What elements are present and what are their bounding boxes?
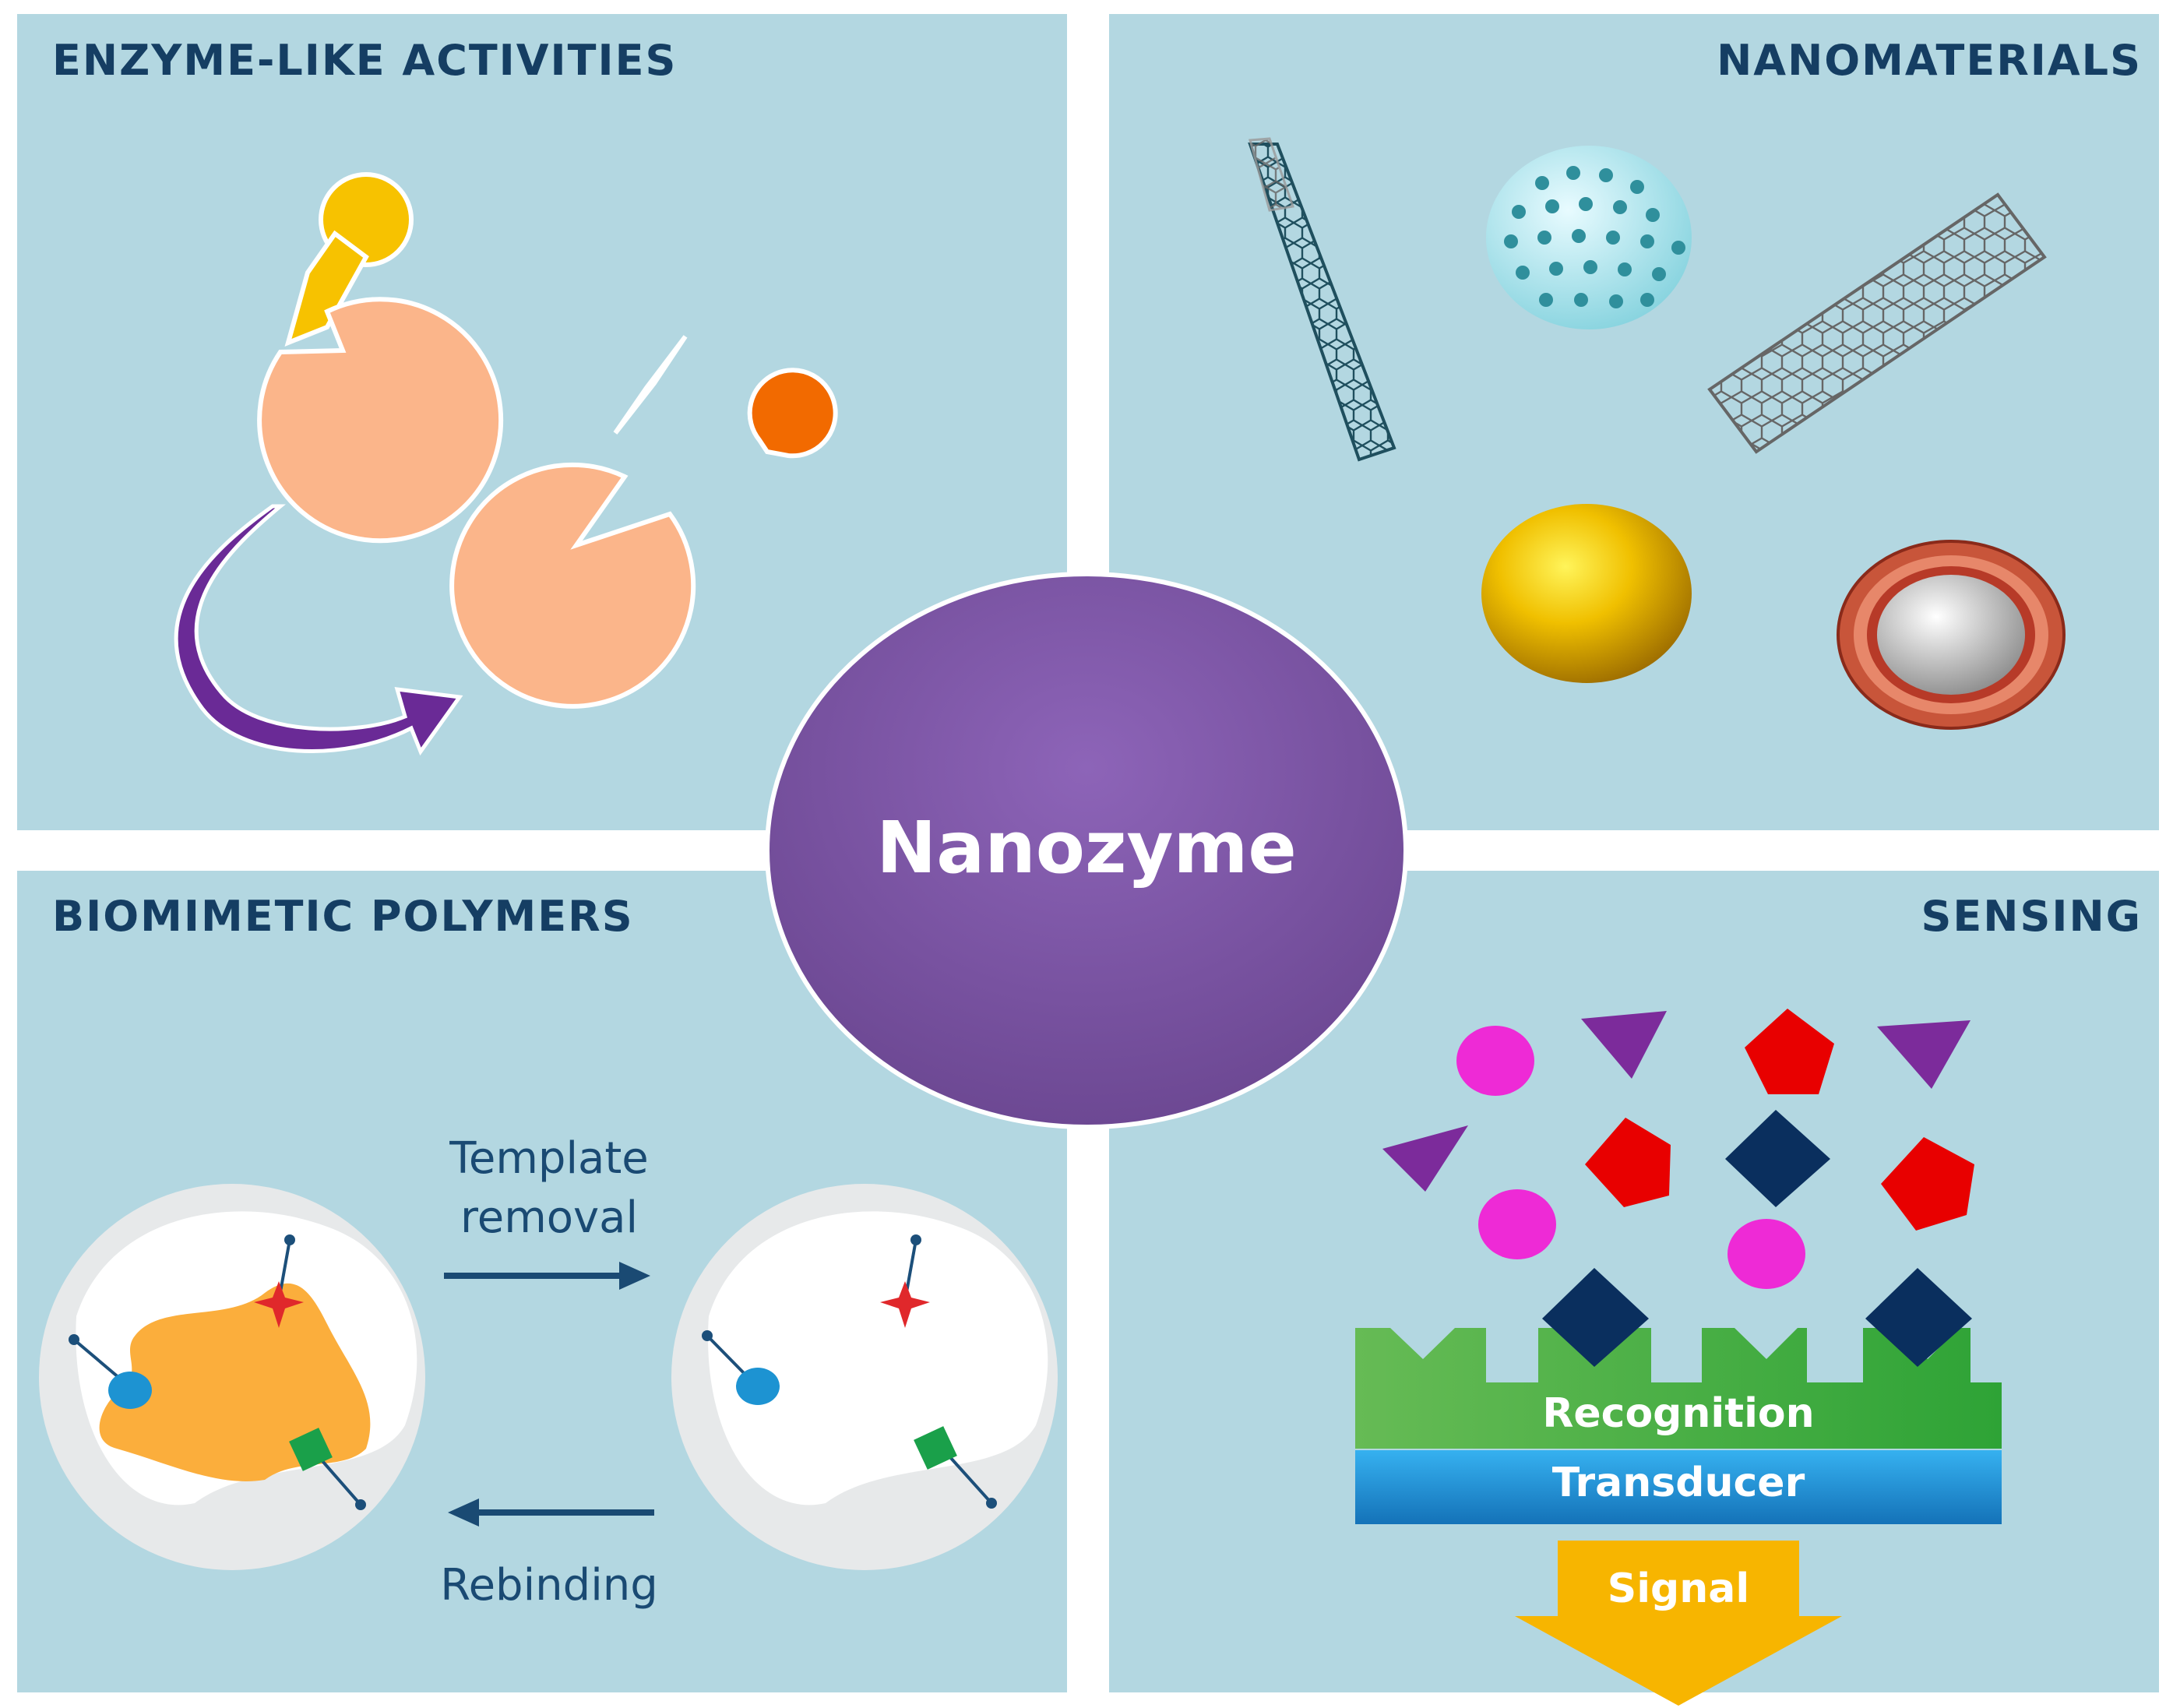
bound-analyte-1 [1542,1268,1649,1367]
rebinding-arrow [448,1498,654,1527]
nanozyme-center-ellipse [765,572,1408,1129]
product-orange-shape [747,368,838,459]
bound-analyte-2 [1865,1268,1972,1367]
substrate-shape [284,172,414,347]
dotted-sphere-icon [1486,146,1692,329]
signal-label: Signal [1607,1565,1750,1612]
polymers-panel-title: BIOMIMETIC POLYMERS [52,892,634,941]
enzyme-pacman-large [257,297,504,544]
recognition-layer [1355,1328,2002,1449]
analyte-shapes [1382,1009,1974,1289]
nanotube-diagonal-icon [1707,192,2047,454]
polymer-with-template [39,1184,425,1570]
recognition-label: Recognition [1542,1390,1815,1437]
core-shell-particle-icon [1837,540,2066,730]
reaction-arrow [174,504,463,756]
polymer-without-template [671,1184,1058,1570]
sensing-illustration [1355,1009,2002,1706]
transducer-label: Transducer [1551,1460,1805,1506]
signal-arrow [1515,1541,1842,1706]
transducer-layer [1355,1450,2002,1524]
template-removal-label-line1: Template [449,1133,649,1184]
rebinding-label: Rebinding [440,1560,658,1611]
gold-nanoparticle-icon [1481,504,1692,683]
center-label: Nanozyme [876,806,1297,889]
nanomaterials-illustration [1248,137,2066,730]
template-molecule [99,1283,371,1481]
nanotube-vertical-icon [1248,137,1396,462]
enzyme-panel-title: ENZYME-LIKE ACTIVITIES [52,36,678,85]
enzyme-pacman-product [449,462,696,709]
nanomaterials-panel-title: NANOMATERIALS [1717,36,2142,85]
sensing-panel-title: SENSING [1921,892,2142,941]
enzyme-illustration [174,172,838,756]
product-pink-diamond [613,335,688,435]
mip-illustration [39,1184,1058,1570]
template-removal-arrow [444,1262,650,1290]
template-removal-label-line2: removal [460,1192,639,1243]
